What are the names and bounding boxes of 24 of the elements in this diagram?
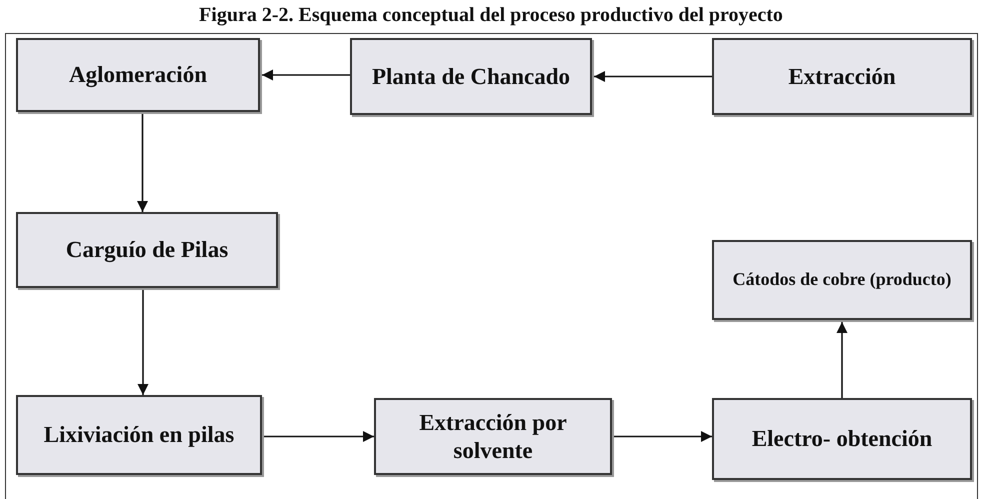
process-box xyxy=(374,398,612,475)
arrow xyxy=(836,322,848,398)
step-label: Aglomeración xyxy=(69,61,207,89)
arrow xyxy=(136,114,148,212)
arrow xyxy=(137,290,149,395)
figure-title: Figura 2-2. Esquema conceptual del proceso productivo del proyecto xyxy=(198,4,784,27)
process-box xyxy=(350,38,592,115)
arrow xyxy=(594,70,712,82)
process-box xyxy=(16,395,262,475)
step-label: Extracción por solvente xyxy=(418,408,568,464)
process-box xyxy=(16,212,278,288)
arrow xyxy=(262,69,350,81)
process-box xyxy=(712,240,972,320)
step-label: Cátodos de cobre (producto) xyxy=(732,269,952,291)
process-box xyxy=(16,38,260,112)
arrow xyxy=(614,430,712,442)
arrow xyxy=(264,430,374,442)
process-box xyxy=(712,398,972,480)
step-label: Planta de Chancado xyxy=(372,62,570,90)
step-label: Electro- obtención xyxy=(752,425,932,453)
step-label: Extracción xyxy=(788,62,896,90)
process-box xyxy=(712,38,972,115)
step-label: Carguío de Pilas xyxy=(66,236,228,264)
step-label: Lixiviación en pilas xyxy=(44,421,234,449)
